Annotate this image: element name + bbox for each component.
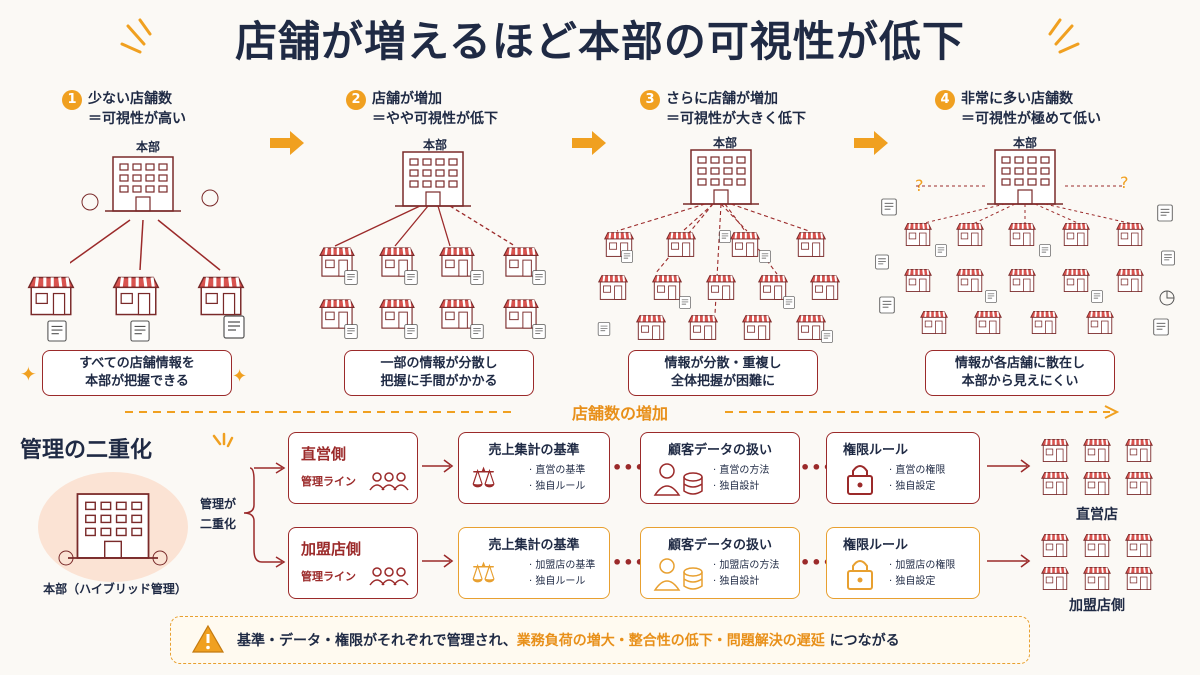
direct-customer-panel: 顧客データの扱い · 直営の方法 · 独自設計 bbox=[640, 432, 800, 504]
sparkle-icon: ✦ bbox=[20, 362, 37, 386]
lock-icon bbox=[847, 465, 873, 495]
dots-connector: ••• bbox=[612, 553, 646, 572]
arrow-icon bbox=[422, 554, 454, 568]
user-database-icon bbox=[653, 463, 703, 496]
hq-label: 本部 bbox=[422, 138, 447, 152]
arrow-right-icon bbox=[270, 131, 304, 155]
warning-banner: 基準・データ・権限がそれぞれで管理され、業務負荷の増大・整合性の低下・問題解決の… bbox=[170, 616, 1030, 664]
dual-heading: 管理の二重化 bbox=[20, 438, 153, 463]
arrow-icon bbox=[987, 459, 1031, 473]
direct-sales-panel: 売上集計の基準 ⚖ · 直営の基準 · 独自ルール bbox=[458, 432, 610, 504]
scale-icon: ⚖ bbox=[471, 556, 497, 589]
arrow-right-icon bbox=[854, 131, 888, 155]
stage-4-caption: 情報が各店舗に散在し本部から見えにくい bbox=[925, 350, 1115, 396]
franchise-sales-panel: 売上集計の基準 ⚖ · 加盟店の基準 · 独自ルール bbox=[458, 527, 610, 599]
warning-icon bbox=[191, 624, 225, 653]
store-increase-arrow bbox=[125, 405, 1120, 419]
direct-side-panel: 直営側 管理ライン bbox=[288, 432, 418, 504]
stage-2-diagram bbox=[318, 151, 546, 339]
franchise-store-label: 加盟店側 bbox=[1069, 598, 1125, 614]
stage-3-diagram bbox=[597, 149, 841, 343]
direct-permission-panel: 権限ルール · 直営の権限 · 独自設定 bbox=[826, 432, 980, 504]
stage-3-caption: 情報が分散・重複し全体把握が困難に bbox=[628, 350, 818, 396]
arrow-icon bbox=[422, 459, 454, 473]
people-icon bbox=[369, 472, 409, 491]
hybrid-hq-building bbox=[58, 492, 168, 566]
direct-store-group bbox=[1040, 438, 1154, 496]
franchise-side-panel: 加盟店側 管理ライン bbox=[288, 527, 418, 599]
sparkle-icon: ✦ bbox=[232, 366, 248, 387]
dots-connector: ••• bbox=[612, 458, 646, 477]
hq-label: 本部 bbox=[1012, 136, 1037, 150]
arrow-icon bbox=[987, 554, 1031, 568]
lock-icon bbox=[847, 560, 873, 590]
stage-1-stores bbox=[27, 275, 245, 342]
people-icon bbox=[369, 567, 409, 586]
sparkle-lines-right-icon bbox=[1048, 18, 1080, 54]
franchise-store-group bbox=[1040, 533, 1154, 591]
split-label: 管理が二重化 bbox=[199, 497, 236, 531]
direct-store-label: 直営店 bbox=[1076, 507, 1118, 523]
stage-4-diagram: ? ? bbox=[875, 149, 1175, 336]
warning-text: 基準・データ・権限がそれぞれで管理され、業務負荷の増大・整合性の低下・問題解決の… bbox=[237, 633, 900, 649]
user-database-icon bbox=[653, 558, 703, 591]
stage-2-caption: 一部の情報が分散し把握に手間がかかる bbox=[344, 350, 534, 396]
sparkle-lines-icon bbox=[212, 432, 234, 448]
hybrid-hq-label: 本部（ハイブリッド管理） bbox=[43, 582, 187, 596]
franchise-permission-panel: 権限ルール · 加盟店の権限 · 独自設定 bbox=[826, 527, 980, 599]
scale-icon: ⚖ bbox=[471, 461, 497, 494]
hq-label: 本部 bbox=[712, 136, 737, 150]
stage-1-diagram bbox=[70, 156, 221, 271]
branch-bracket bbox=[243, 462, 286, 568]
svg-text:?: ? bbox=[1120, 173, 1129, 192]
hq-label: 本部 bbox=[135, 140, 160, 154]
dots-connector: ••• bbox=[800, 553, 834, 572]
page-title: 店舗が増えるほど本部の可視性が低下 bbox=[235, 17, 965, 66]
franchise-customer-panel: 顧客データの扱い · 加盟店の方法 · 独自設計 bbox=[640, 527, 800, 599]
stage-1-caption: すべての店舗情報を本部が把握できる bbox=[42, 350, 232, 396]
svg-text:?: ? bbox=[915, 176, 924, 195]
increase-label: 店舗数の増加 bbox=[571, 404, 668, 423]
arrow-right-icon bbox=[572, 131, 606, 155]
dots-connector: ••• bbox=[800, 458, 834, 477]
sparkle-lines-left-icon bbox=[120, 18, 152, 54]
